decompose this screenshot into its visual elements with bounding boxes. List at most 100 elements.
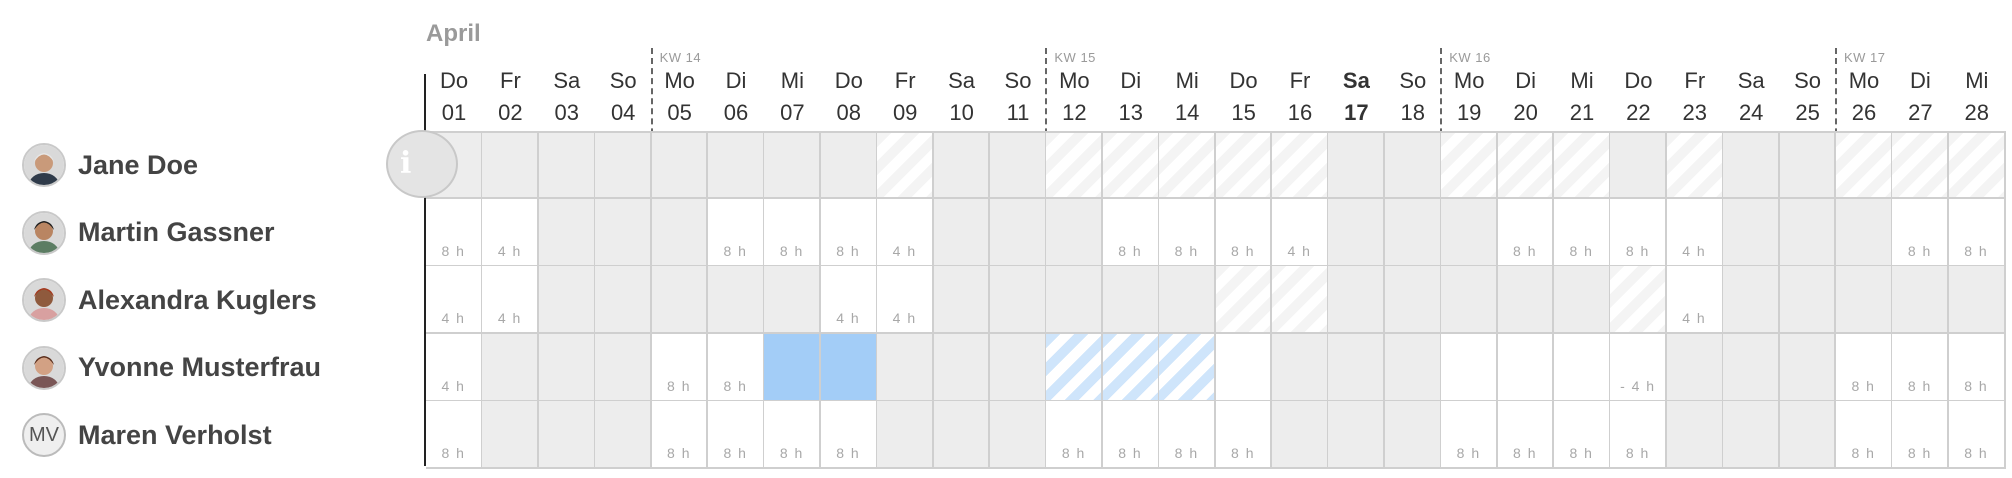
schedule-cell[interactable] — [1779, 401, 1837, 469]
schedule-cell[interactable]: 8 h — [426, 401, 483, 469]
schedule-cell[interactable] — [764, 333, 822, 402]
schedule-cell[interactable] — [1948, 266, 2006, 334]
schedule-cell[interactable]: 8 h — [708, 198, 765, 267]
schedule-cell[interactable]: 8 h — [1948, 401, 2006, 469]
schedule-cell[interactable] — [482, 401, 540, 469]
schedule-cell[interactable]: 8 h — [1441, 401, 1499, 469]
schedule-cell[interactable]: 8 h — [1892, 401, 1950, 469]
schedule-cell[interactable] — [1159, 333, 1217, 402]
schedule-cell[interactable]: 8 h — [1159, 401, 1217, 469]
schedule-cell[interactable] — [1328, 333, 1386, 402]
schedule-cell[interactable]: 8 h — [1948, 198, 2006, 267]
schedule-cell[interactable] — [1497, 266, 1555, 334]
schedule-cell[interactable] — [1328, 266, 1386, 334]
schedule-cell[interactable] — [1610, 266, 1668, 334]
schedule-cell[interactable] — [1046, 266, 1104, 334]
schedule-cell[interactable] — [595, 131, 653, 199]
schedule-cell[interactable] — [1441, 266, 1499, 334]
schedule-cell[interactable]: 8 h — [1610, 401, 1668, 469]
schedule-cell[interactable] — [1272, 131, 1329, 199]
schedule-cell[interactable]: 8 h — [1215, 401, 1273, 469]
schedule-cell[interactable] — [482, 333, 540, 402]
schedule-cell[interactable] — [1384, 131, 1442, 199]
schedule-cell[interactable] — [1836, 131, 1893, 199]
schedule-cell[interactable] — [1723, 333, 1781, 402]
schedule-cell[interactable] — [1102, 131, 1160, 199]
schedule-cell[interactable]: 8 h — [1102, 198, 1160, 267]
person-row[interactable]: Martin Gassner — [22, 208, 275, 258]
schedule-cell[interactable]: 8 h — [764, 401, 822, 469]
schedule-cell[interactable] — [1272, 401, 1329, 469]
schedule-cell[interactable] — [1779, 266, 1837, 334]
schedule-cell[interactable] — [764, 266, 822, 334]
schedule-cell[interactable]: 8 h — [1836, 333, 1893, 402]
schedule-cell[interactable] — [1779, 198, 1837, 267]
schedule-cell[interactable] — [1384, 266, 1442, 334]
schedule-cell[interactable] — [595, 198, 653, 267]
schedule-cell[interactable]: 8 h — [651, 401, 709, 469]
schedule-cell[interactable] — [1328, 131, 1386, 199]
schedule-cell[interactable]: 8 h — [1215, 198, 1273, 267]
schedule-cell[interactable] — [820, 333, 878, 402]
schedule-cell[interactable] — [1836, 198, 1893, 267]
schedule-cell[interactable] — [1441, 131, 1499, 199]
schedule-cell[interactable] — [1046, 333, 1104, 402]
schedule-cell[interactable] — [877, 131, 935, 199]
schedule-cell[interactable] — [933, 198, 991, 267]
schedule-cell[interactable] — [990, 401, 1047, 469]
schedule-cell[interactable] — [1384, 333, 1442, 402]
schedule-cell[interactable] — [933, 266, 991, 334]
person-row[interactable]: Yvonne Musterfrau — [22, 343, 321, 393]
schedule-cell[interactable] — [1215, 333, 1273, 402]
schedule-cell[interactable] — [820, 131, 878, 199]
schedule-cell[interactable]: 8 h — [1159, 198, 1217, 267]
schedule-cell[interactable] — [1384, 401, 1442, 469]
schedule-cell[interactable] — [933, 131, 991, 199]
schedule-cell[interactable] — [1441, 198, 1499, 267]
schedule-cell[interactable] — [1779, 131, 1837, 199]
schedule-cell[interactable] — [990, 266, 1047, 334]
schedule-cell[interactable] — [651, 198, 709, 267]
schedule-cell[interactable] — [482, 131, 540, 199]
schedule-cell[interactable]: 4 h — [877, 198, 935, 267]
schedule-cell[interactable]: 4 h — [482, 266, 540, 334]
schedule-cell[interactable]: 4 h — [1272, 198, 1329, 267]
schedule-cell[interactable]: 8 h — [1497, 401, 1555, 469]
schedule-cell[interactable]: 8 h — [651, 333, 709, 402]
schedule-cell[interactable]: 4 h — [877, 266, 935, 334]
schedule-cell[interactable]: 8 h — [820, 198, 878, 267]
schedule-cell[interactable] — [1892, 266, 1950, 334]
schedule-cell[interactable] — [1046, 198, 1104, 267]
schedule-cell[interactable] — [1497, 333, 1555, 402]
schedule-cell[interactable] — [651, 266, 709, 334]
schedule-cell[interactable] — [877, 401, 935, 469]
schedule-cell[interactable] — [1554, 131, 1611, 199]
schedule-cell[interactable] — [1328, 401, 1386, 469]
schedule-cell[interactable]: 8 h — [764, 198, 822, 267]
schedule-cell[interactable] — [1384, 198, 1442, 267]
schedule-cell[interactable] — [1159, 131, 1217, 199]
schedule-cell[interactable]: 8 h — [708, 401, 765, 469]
schedule-cell[interactable]: 8 h — [1892, 333, 1950, 402]
schedule-cell[interactable]: - 4 h — [1610, 333, 1668, 402]
schedule-cell[interactable] — [1272, 266, 1329, 334]
schedule-cell[interactable] — [990, 198, 1047, 267]
schedule-cell[interactable] — [877, 333, 935, 402]
schedule-cell[interactable]: 4 h — [482, 198, 540, 267]
schedule-cell[interactable]: 4 h — [1666, 198, 1724, 267]
schedule-cell[interactable] — [1723, 131, 1781, 199]
schedule-cell[interactable]: 8 h — [1836, 401, 1893, 469]
schedule-cell[interactable]: 8 h — [1102, 401, 1160, 469]
info-button[interactable]: i — [386, 130, 458, 198]
schedule-cell[interactable]: 8 h — [426, 198, 483, 267]
schedule-cell[interactable] — [1497, 131, 1555, 199]
schedule-cell[interactable] — [1948, 131, 2006, 199]
schedule-cell[interactable] — [1666, 333, 1724, 402]
schedule-cell[interactable] — [990, 333, 1047, 402]
schedule-cell[interactable]: 8 h — [1892, 198, 1950, 267]
schedule-cell[interactable] — [1723, 198, 1781, 267]
schedule-cell[interactable] — [1666, 131, 1724, 199]
schedule-cell[interactable] — [764, 131, 822, 199]
schedule-cell[interactable] — [1723, 401, 1781, 469]
schedule-cell[interactable]: 8 h — [1948, 333, 2006, 402]
